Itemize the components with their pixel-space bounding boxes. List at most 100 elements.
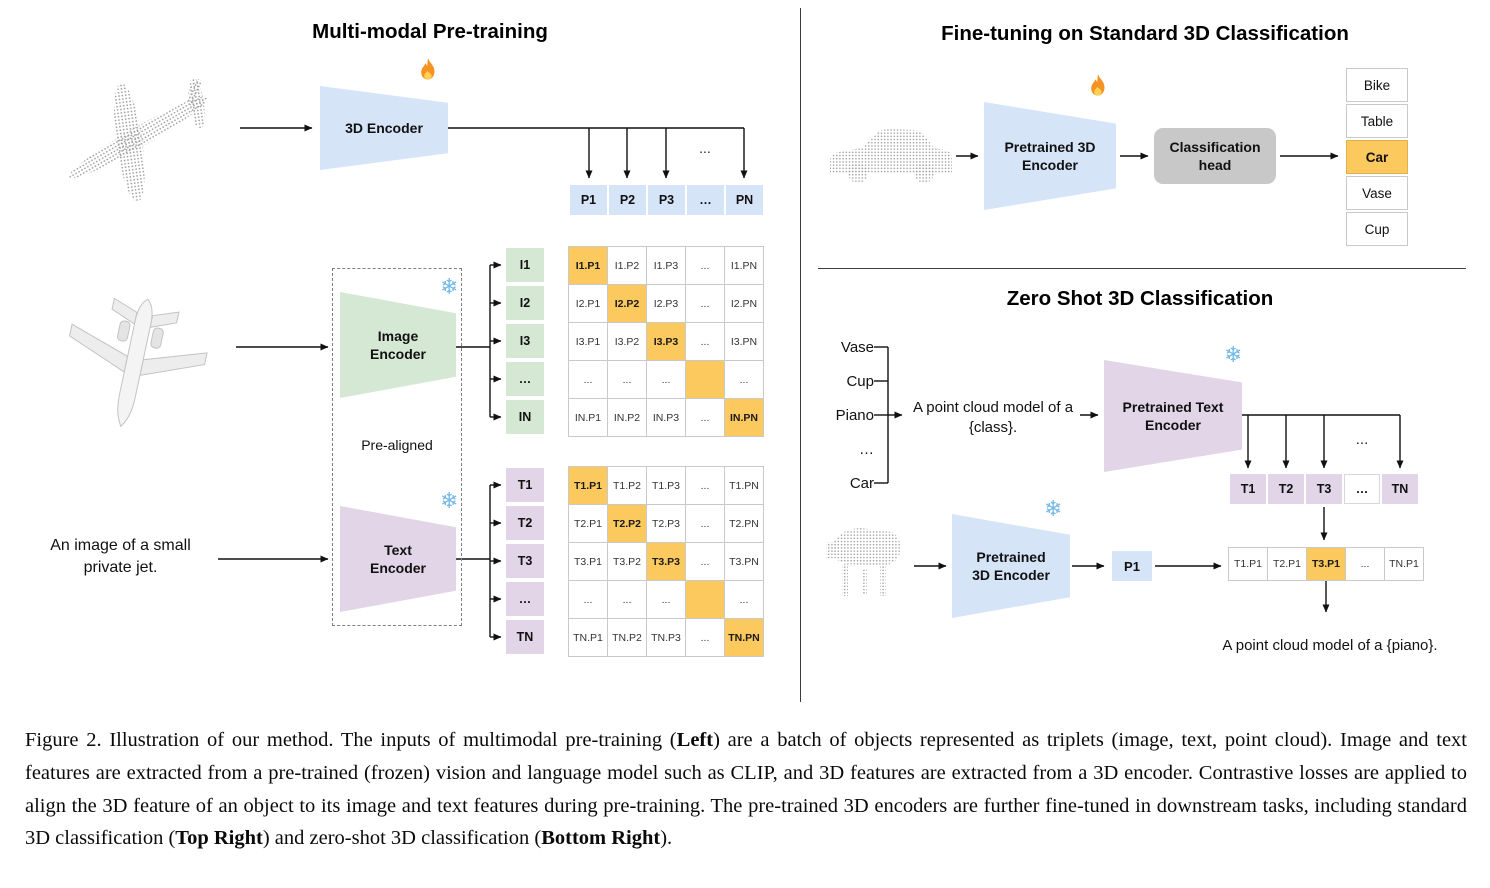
class-word: Cup [846,373,874,390]
snowflake-icon: ❄ [440,488,459,513]
matrix-cell [686,361,724,398]
matrix-cell: IN.P1 [569,399,607,436]
matrix-cell: I2.P3 [647,285,685,322]
p-cell: P3 [648,185,685,215]
pre-aligned-label: Pre-aligned [361,437,433,453]
t-cell: T1 [1230,474,1266,504]
caption-bold: Bottom Right [541,827,661,850]
matrix-cell: I3.PN [725,323,763,360]
car-point-cloud [830,129,952,183]
fire-icon [421,58,435,80]
t-cell: T2 [1268,474,1304,504]
matrix-cell: T2.P1 [569,505,607,542]
matrix-cell: I2.P1 [569,285,607,322]
class-list: Bike Table Car Vase Cup [1346,68,1408,246]
matrix-cell: T3.P1 [569,543,607,580]
class-item: Table [1346,104,1408,138]
caption-text: ) and zero-shot 3D classification ( [262,827,542,850]
horizontal-divider [818,268,1466,270]
class-word: Car [849,475,874,492]
i-cell: I2 [506,286,544,320]
pretrained-3d-encoder-zeroshot-label: Pretrained 3D Encoder [972,548,1050,583]
matrix-cell: ... [569,581,607,618]
pretrained-3d-encoder-label: Pretrained 3D Encoder [1004,138,1096,173]
p-feature-row: P1 P2 P3 … PN [570,185,763,215]
t-cell: TN [1382,474,1418,504]
caption-bold: Top Right [175,827,263,850]
matrix-cell: ... [608,361,646,398]
matrix-cell: I2.P2 [608,285,646,322]
i-cell: IN [506,400,544,434]
prompt-template: A point cloud model of a {class}. [912,399,1074,437]
ellipsis-label: ... [699,140,711,156]
piano-point-cloud [826,528,901,596]
bottom-right-section-title: Zero Shot 3D Classification [1006,287,1274,310]
similarity-cell-max: T3.P1 [1307,548,1345,580]
pre-aligned-box [332,268,462,626]
matrix-cell: I3.P3 [647,323,685,360]
airplane-image [69,297,208,428]
caption-text: Figure 2. Illustration of our method. Th… [25,729,677,751]
matrix-cell: T3.P3 [647,543,685,580]
text-feature-row: T1 T2 T3 … TN [1230,474,1418,504]
matrix-cell: T3.P2 [608,543,646,580]
matrix-cell: ... [725,361,763,398]
matrix-cell [686,581,724,618]
3d-encoder-label: 3D Encoder [345,119,423,136]
t-cell: … [1344,474,1380,504]
top-right-section-title: Fine-tuning on Standard 3D Classificatio… [941,22,1349,45]
classification-head-label: Classification head [1169,138,1261,173]
caption-text: ). [660,827,673,850]
airplane-point-cloud [68,77,208,202]
t-cell: T2 [506,506,544,540]
caption-text: ) are a batch of objects represented as … [25,729,1467,850]
matrix-cell: T2.PN [725,505,763,542]
matrix-cell: ... [608,581,646,618]
matrix-cell: T1.P2 [608,467,646,504]
text-feature-column: T1 T2 T3 … TN [506,468,544,654]
connector-arrows-layer [218,124,1404,641]
class-item-predicted: Car [1346,140,1408,174]
matrix-cell: T1.P3 [647,467,685,504]
matrix-cell: ... [686,323,724,360]
matrix-cell: T1.P1 [569,467,607,504]
i-cell: I1 [506,248,544,282]
pretrained-text-encoder-label: Pretrained Text Encoder [1122,398,1224,433]
i-cell: I3 [506,324,544,358]
t-cell: T1 [506,468,544,502]
matrix-cell: T2.P2 [608,505,646,542]
class-word: … [859,441,874,458]
zeroshot-similarity-row: T1.P1 T2.P1 T3.P1 ... TN.P1 [1228,547,1424,581]
matrix-cell: ... [686,619,724,656]
matrix-cell: ... [686,285,724,322]
matrix-cell: ... [686,543,724,580]
matrix-cell: IN.PN [725,399,763,436]
i-cell: … [506,362,544,396]
pretrained-3d-encoder: Pretrained 3D Encoder [984,102,1116,210]
matrix-cell: ... [569,361,607,398]
zeroshot-result-text: A point cloud model of a {piano}. [1222,637,1438,654]
similarity-cell: T1.P1 [1229,548,1267,580]
snowflake-icon: ❄ [1044,496,1063,521]
matrix-cell: ... [725,581,763,618]
class-word: Piano [835,407,874,424]
vertical-divider [800,8,802,702]
matrix-cell: TN.P1 [569,619,607,656]
matrix-cell: I1.P3 [647,247,685,284]
matrix-cell: ... [647,581,685,618]
matrix-cell: TN.PN [725,619,763,656]
class-word: Vase [840,339,874,356]
matrix-cell: I3.P1 [569,323,607,360]
matrix-cell: ... [686,247,724,284]
caption-bold: Left [676,729,714,751]
p-cell: P1 [570,185,607,215]
left-section-title: Multi-modal Pre-training [312,20,548,43]
p-cell: PN [726,185,763,215]
matrix-cell: I1.P1 [569,247,607,284]
t-cell: T3 [1306,474,1342,504]
snowflake-icon: ❄ [1224,342,1243,367]
input-text: An image of a small private jet. [50,537,191,576]
class-item: Cup [1346,212,1408,246]
ellipsis-label: ... [1355,431,1369,448]
p-cell: P2 [609,185,646,215]
